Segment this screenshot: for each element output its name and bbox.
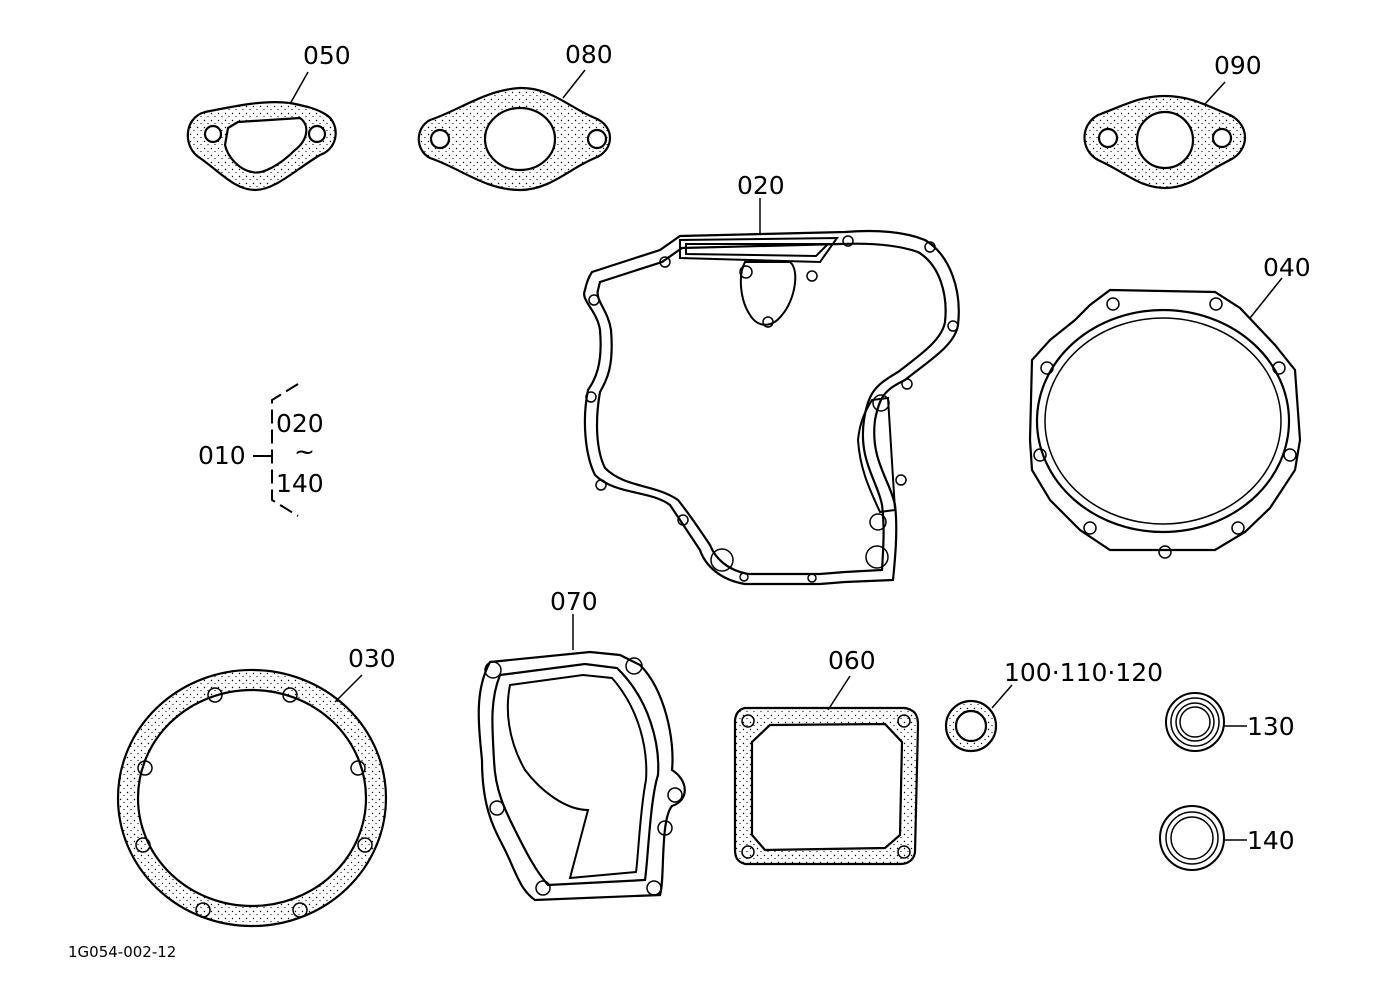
part-label-090: 090 [1214,51,1262,80]
kit-range-separator: ~ [294,437,315,466]
part-label-040: 040 [1263,253,1311,282]
oil-seal-140 [1159,805,1247,871]
part-label-060: 060 [828,646,876,675]
part-label-070: 070 [550,587,598,616]
part-label-130: 130 [1247,712,1295,741]
gasket-030 [116,668,388,928]
gasket-070 [477,614,686,902]
part-label-020: 020 [737,171,785,200]
part-label-080: 080 [565,40,613,69]
gasket-020 [583,198,960,586]
washer-100-110-120 [944,684,1013,753]
drawing-code: 1G054-002-12 [68,943,176,961]
part-label-100-110-120: 100·110·120 [1004,658,1163,687]
gasket-080 [417,69,611,192]
gasket-050 [186,71,337,192]
kit-range-start: 020 [276,409,324,438]
kit-range-end: 140 [276,469,324,498]
oil-seal-130 [1165,692,1247,752]
gasket-040 [1028,277,1302,559]
part-label-030: 030 [348,644,396,673]
kit-label-010: 010 [198,441,246,470]
gasket-060 [733,675,920,866]
gasket-090 [1083,81,1246,190]
kit-bracket [253,383,299,517]
part-label-050: 050 [303,41,351,70]
part-label-140: 140 [1247,826,1295,855]
